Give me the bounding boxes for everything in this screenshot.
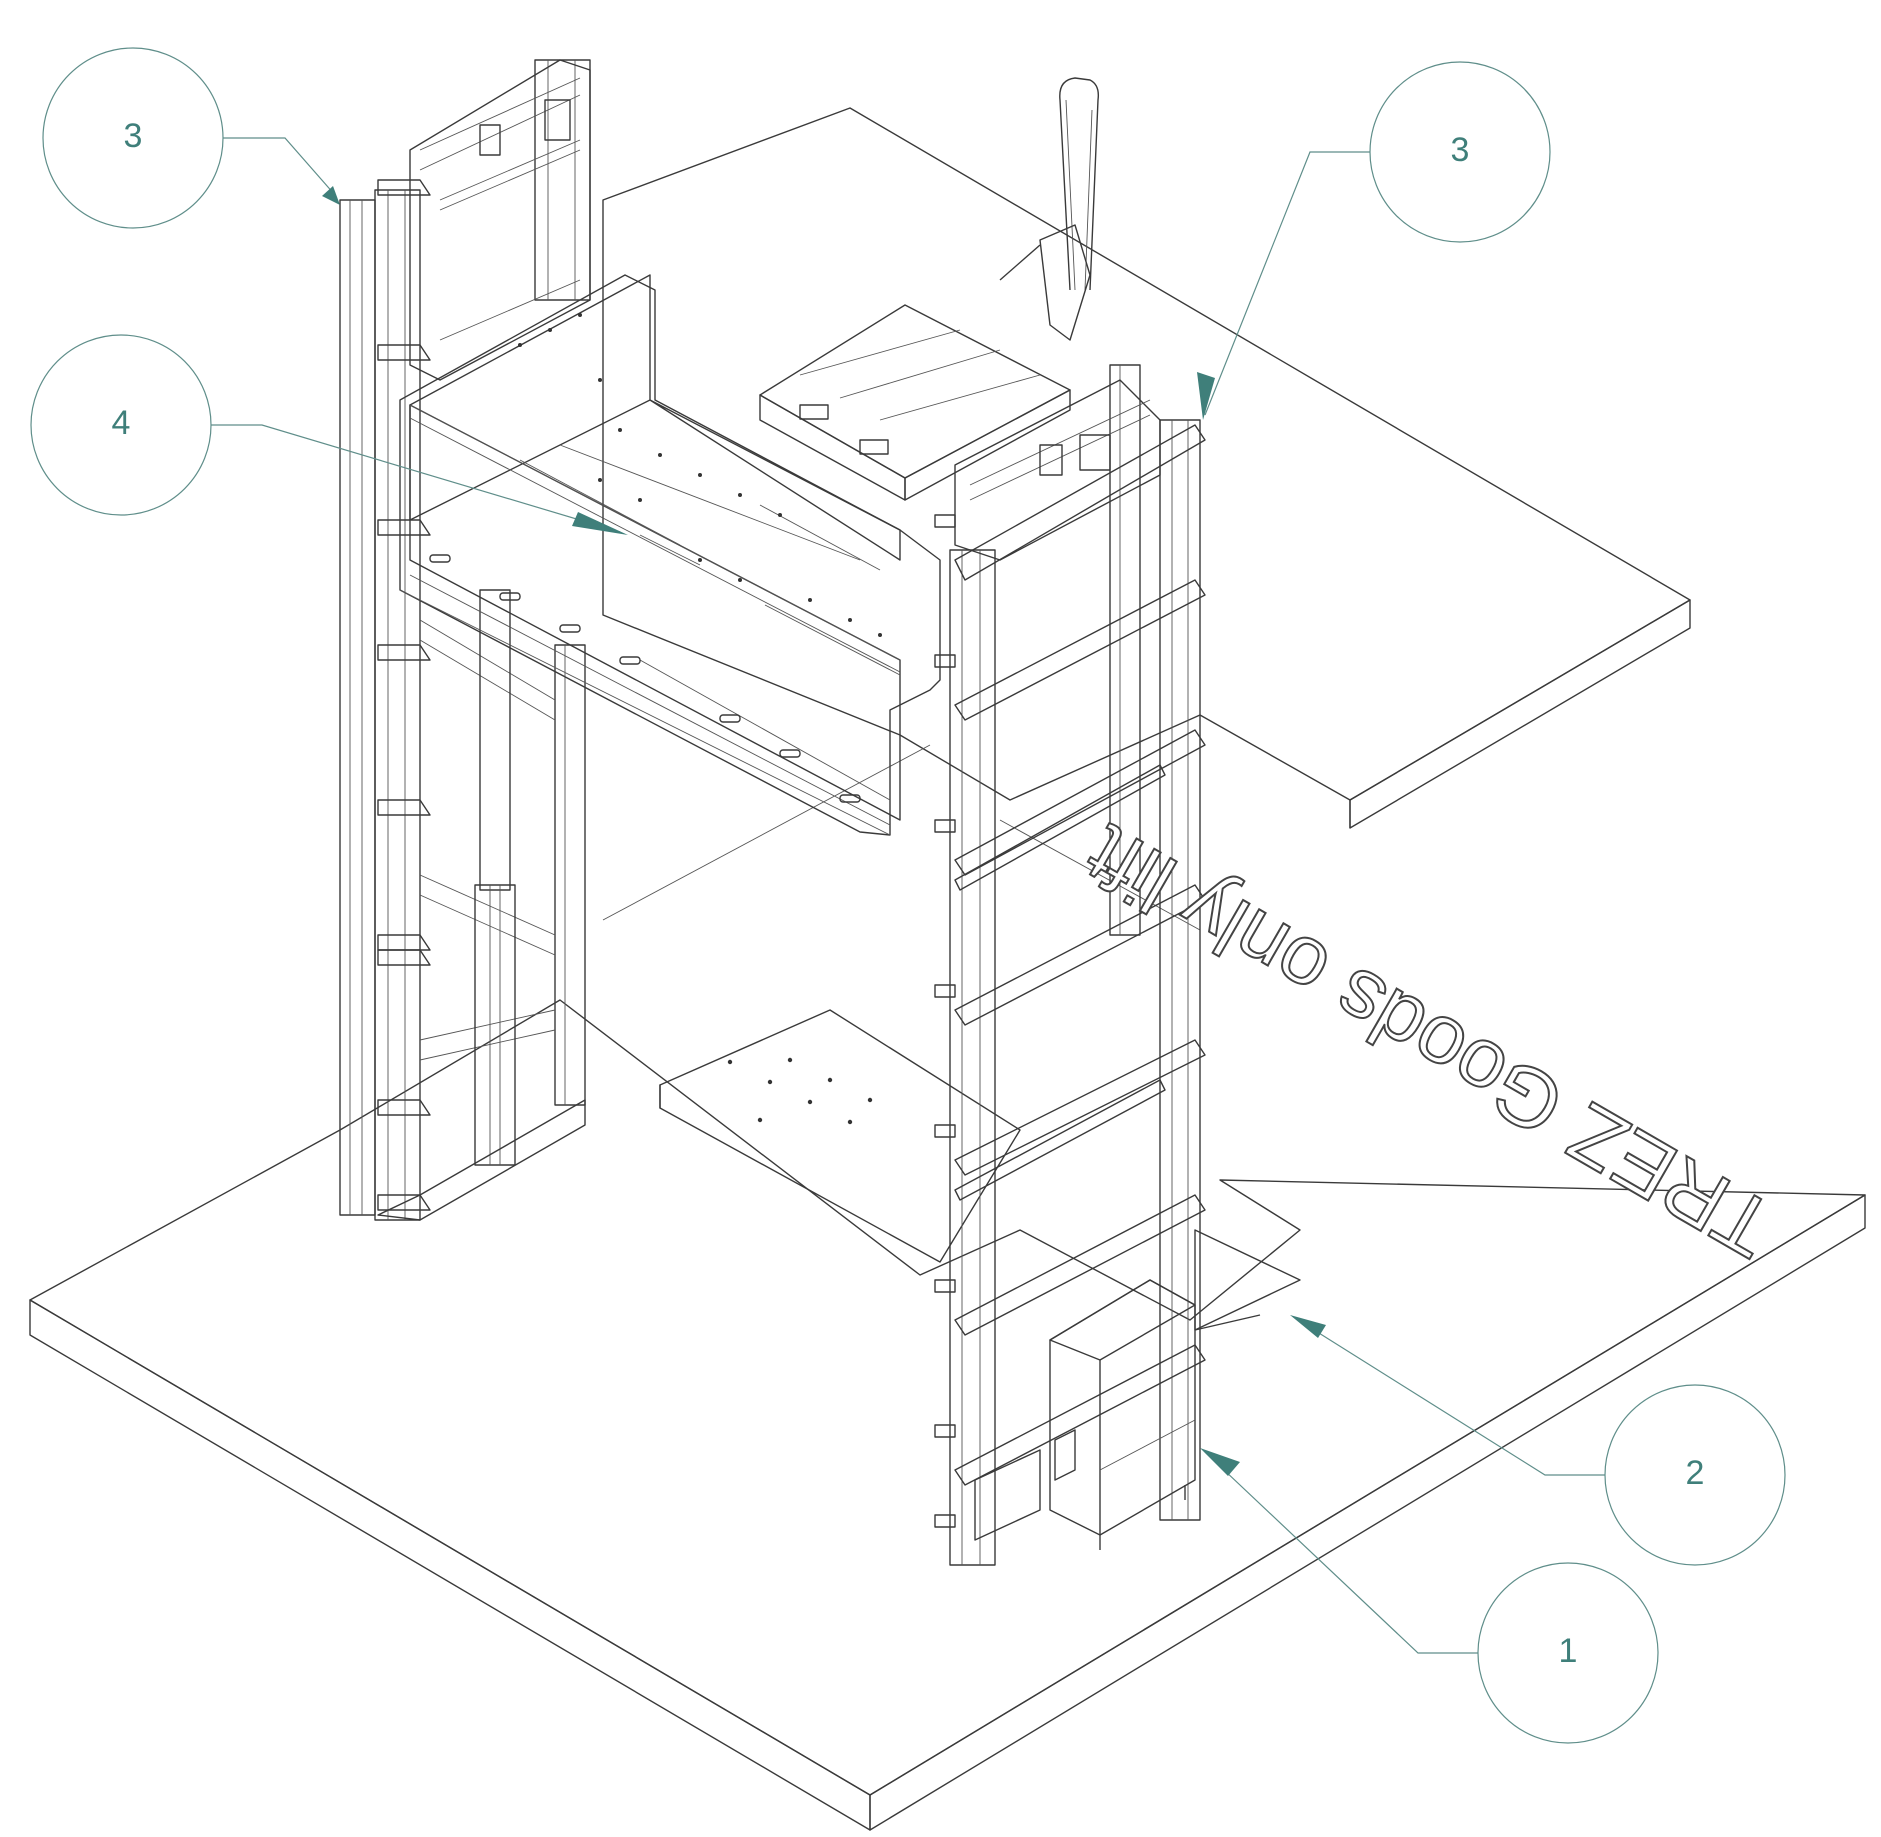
callout-2: 2	[1290, 1315, 1786, 1566]
callout-3-right: 3	[1197, 61, 1551, 420]
left-mast-brackets	[377, 179, 431, 1211]
lower-floor-slab	[29, 744, 1866, 1831]
callout-3-left-number: 3	[124, 117, 143, 155]
pallet-with-jack	[759, 77, 1100, 501]
callout-2-number: 2	[1686, 1454, 1705, 1492]
door-sill-plate	[1194, 1229, 1301, 1331]
control-cabinet	[1049, 1279, 1196, 1550]
lift-car	[399, 274, 941, 836]
floor-engraving: TREZ Goods only lift	[1070, 806, 1790, 1277]
landing-plate	[659, 1009, 1021, 1263]
left-mast	[339, 59, 591, 1221]
callout-4: 4	[30, 334, 628, 535]
upper-floor-slab	[602, 107, 1691, 829]
callout-3-left: 3	[42, 47, 340, 229]
right-mast	[934, 364, 1206, 1566]
callout-1: 1	[1200, 1448, 1659, 1744]
callout-4-number: 4	[112, 404, 131, 442]
callout-1-number: 1	[1559, 1632, 1578, 1670]
callout-3-right-number: 3	[1451, 131, 1470, 169]
right-mast-rungs	[954, 424, 1206, 1486]
floor-engraving-text: TREZ Goods only lift	[1071, 807, 1789, 1276]
